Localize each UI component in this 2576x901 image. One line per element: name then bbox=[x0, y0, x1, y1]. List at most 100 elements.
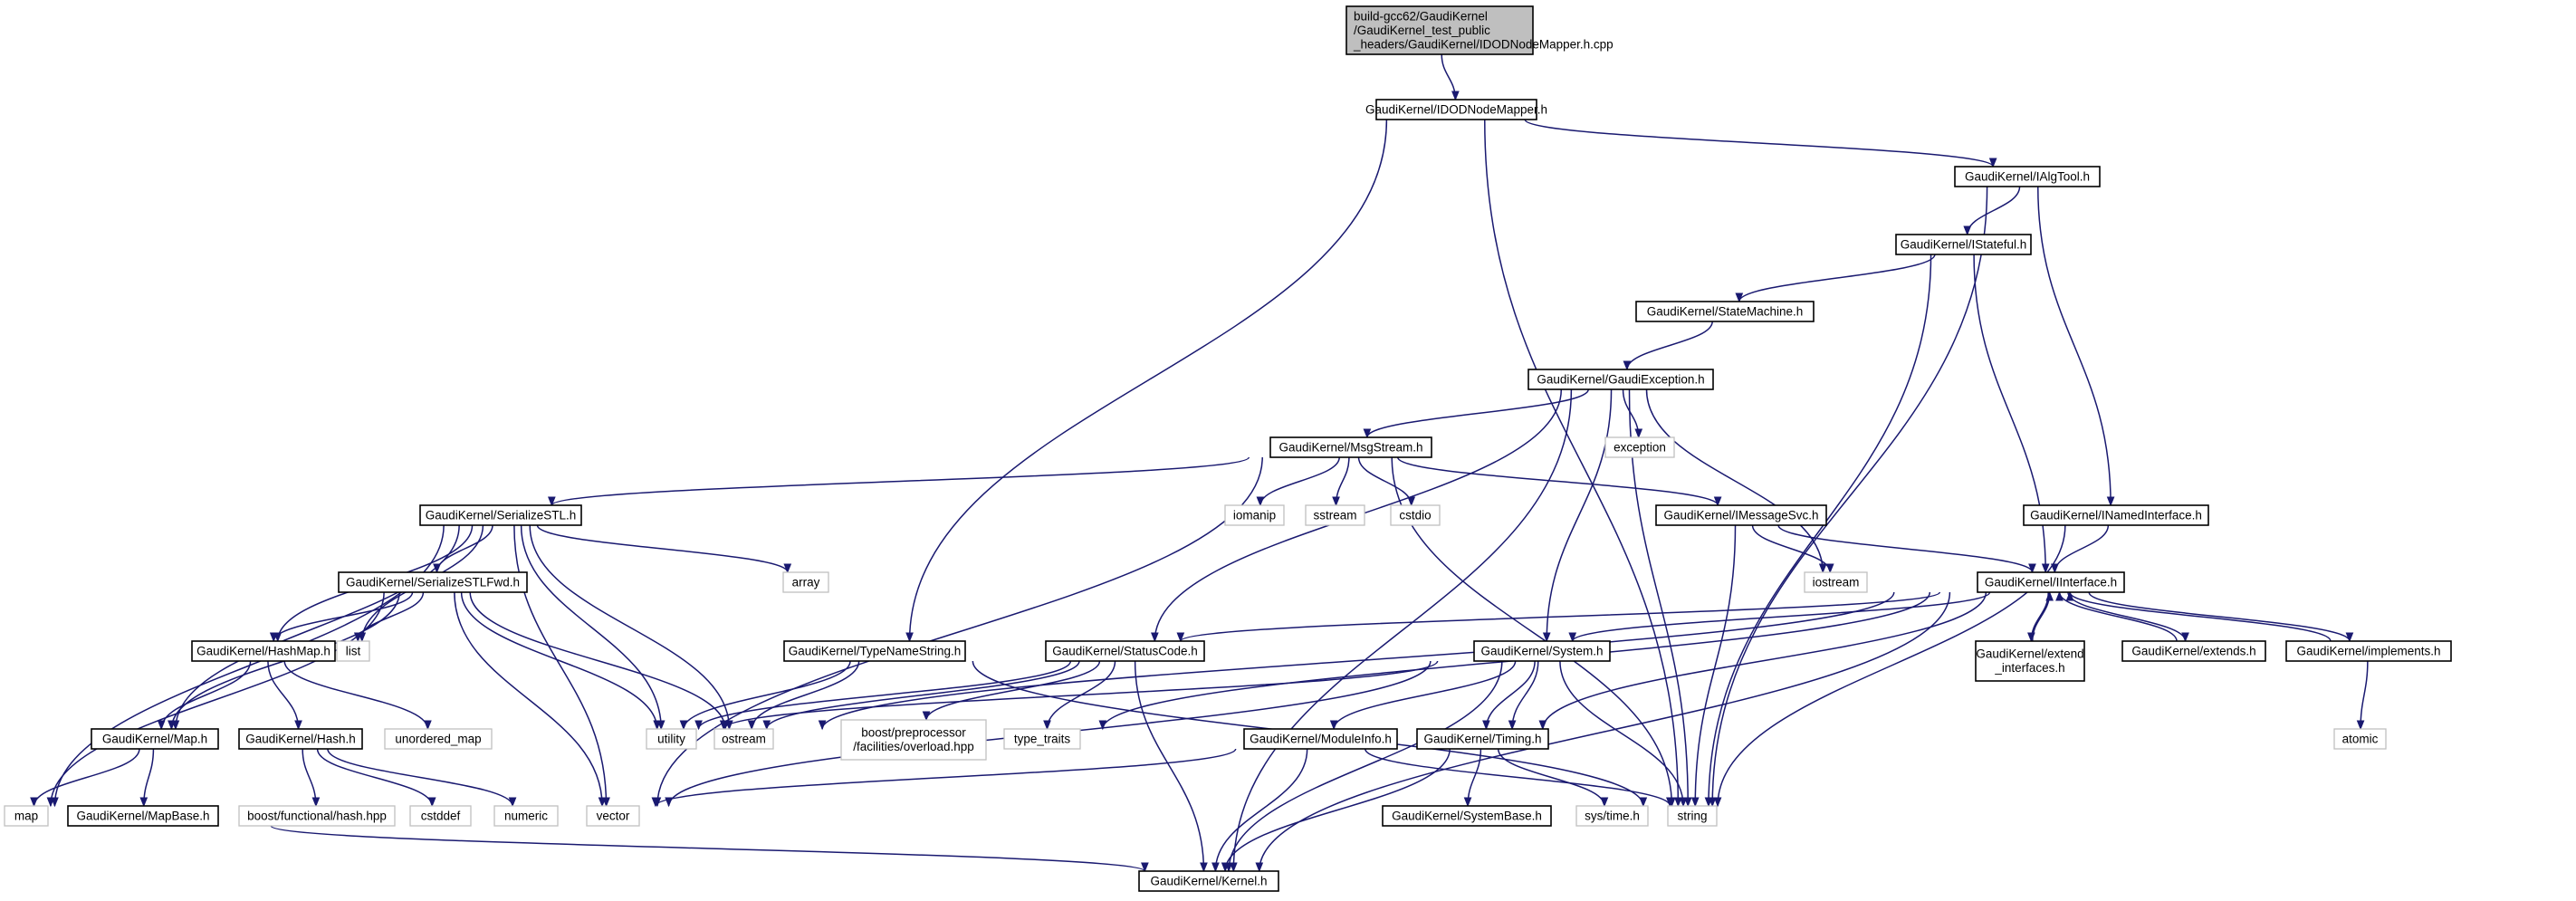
node-maph[interactable]: GaudiKernel/Map.h bbox=[91, 728, 219, 750]
node-label-root-line-2: _headers/GaudiKernel/IDODNodeMapper.h.cp… bbox=[1353, 37, 1614, 51]
arrowhead-gaudiexception-to-exception bbox=[1634, 428, 1643, 439]
edge-system-to-kernel bbox=[1228, 660, 1503, 872]
node-imessagesvc[interactable]: GaudiKernel/IMessageSvc.h bbox=[1655, 504, 1827, 526]
node-hashmap[interactable]: GaudiKernel/HashMap.h bbox=[191, 640, 336, 662]
node-label-hashhpp-line-0: boost/functional/hash.hpp bbox=[247, 809, 387, 822]
arrowhead-idodnodemapper-to-ialgtool bbox=[1988, 158, 1997, 168]
arrowhead-iinterface-to-implements bbox=[2345, 632, 2354, 643]
node-label-extend_interfaces-line-1: _interfaces.h bbox=[1994, 661, 2064, 675]
edge-serializestl-to-serializestlfwd bbox=[436, 524, 493, 573]
node-implements[interactable]: GaudiKernel/implements.h bbox=[2285, 640, 2452, 662]
edge-iinterface-to-system bbox=[1571, 591, 1991, 642]
edge-hashmap-to-unordered_map bbox=[283, 660, 429, 730]
node-statuscode[interactable]: GaudiKernel/StatusCode.h bbox=[1045, 640, 1205, 662]
node-label-implements-line-0: GaudiKernel/implements.h bbox=[2296, 644, 2440, 657]
node-mapbase[interactable]: GaudiKernel/MapBase.h bbox=[67, 805, 219, 827]
node-iostream: iostream bbox=[1804, 571, 1868, 593]
arrowhead-statemachine-to-gaudiexception bbox=[1623, 360, 1632, 371]
node-label-statemachine-line-0: GaudiKernel/StateMachine.h bbox=[1647, 304, 1804, 318]
arrowhead-timing-to-systembase bbox=[1463, 797, 1472, 808]
node-type_traits: type_traits bbox=[1003, 728, 1081, 750]
edge-statuscode-to-overload bbox=[925, 660, 1101, 721]
node-label-cstddef-line-0: cstddef bbox=[421, 809, 461, 822]
edge-hashh-to-numeric bbox=[327, 748, 513, 807]
node-iinterface[interactable]: GaudiKernel/IInterface.h bbox=[1977, 571, 2125, 593]
node-label-hashh-line-0: GaudiKernel/Hash.h bbox=[245, 732, 356, 745]
node-ialgtool[interactable]: GaudiKernel/IAlgTool.h bbox=[1954, 166, 2101, 187]
node-istateful[interactable]: GaudiKernel/IStateful.h bbox=[1895, 234, 2032, 255]
node-system[interactable]: GaudiKernel/System.h bbox=[1473, 640, 1611, 662]
edge-serializestlfwd-to-hashmap bbox=[273, 591, 414, 642]
node-timing[interactable]: GaudiKernel/Timing.h bbox=[1416, 728, 1549, 750]
node-box-overload bbox=[840, 719, 987, 761]
node-extend_interfaces[interactable]: GaudiKernel/extend_interfaces.h bbox=[1975, 640, 2085, 682]
node-inamedinterface[interactable]: GaudiKernel/INamedInterface.h bbox=[2023, 504, 2209, 526]
node-label-ostream-line-0: ostream bbox=[722, 732, 766, 745]
node-box-systime bbox=[1575, 805, 1649, 827]
arrowhead-iinterface-to-kernel bbox=[1255, 862, 1264, 873]
node-label-serializestl-line-0: GaudiKernel/SerializeSTL.h bbox=[426, 508, 577, 522]
edge-moduleinfo-to-string bbox=[1365, 748, 1671, 807]
node-label-overload-line-0: boost/preprocessor bbox=[861, 726, 966, 740]
arrowhead-ialgtool-to-inamedinterface bbox=[2106, 496, 2115, 507]
edge-iinterface-to-extends bbox=[2067, 591, 2187, 642]
edge-serializestl-to-array bbox=[536, 524, 789, 573]
node-statemachine[interactable]: GaudiKernel/StateMachine.h bbox=[1635, 301, 1815, 322]
arrowhead-mapbase-to-kernel bbox=[1141, 862, 1149, 873]
node-moduleinfo[interactable]: GaudiKernel/ModuleInfo.h bbox=[1243, 728, 1398, 750]
node-box-map bbox=[4, 805, 49, 827]
node-box-gaudiexception bbox=[1527, 369, 1714, 390]
node-gaudiexception[interactable]: GaudiKernel/GaudiException.h bbox=[1527, 369, 1714, 390]
node-idodnodemapper[interactable]: GaudiKernel/IDODNodeMapper.h bbox=[1365, 99, 1547, 120]
arrowhead-serializestlfwd-to-utility bbox=[653, 720, 662, 731]
node-unordered_map: unordered_map bbox=[384, 728, 493, 750]
arrowhead-extend_interfaces-to-iinterface bbox=[2045, 590, 2054, 601]
edge-msgstream-to-iomanip bbox=[1259, 456, 1340, 506]
arrowhead-statuscode-to-overload bbox=[922, 711, 931, 722]
node-box-inamedinterface bbox=[2023, 504, 2209, 526]
node-box-cstdio bbox=[1390, 504, 1441, 526]
node-label-hashmap-line-0: GaudiKernel/HashMap.h bbox=[196, 644, 330, 657]
arrowhead-iinterface-to-statuscode bbox=[1176, 632, 1185, 643]
node-extends[interactable]: GaudiKernel/extends.h bbox=[2121, 640, 2266, 662]
node-box-array bbox=[782, 571, 829, 593]
edge-hashmap-to-maph bbox=[160, 660, 252, 730]
arrowhead-imessagesvc-to-iostream bbox=[1825, 563, 1834, 574]
node-label-serializestlfwd-line-0: GaudiKernel/SerializeSTLFwd.h bbox=[346, 575, 520, 589]
node-hashhpp: boost/functional/hash.hpp bbox=[238, 805, 396, 827]
node-root[interactable]: build-gcc62/GaudiKernel/GaudiKernel_test… bbox=[1345, 5, 1614, 55]
node-string: string bbox=[1667, 805, 1718, 827]
node-ostream: ostream bbox=[713, 728, 774, 750]
arrowhead-gaudiexception-to-statuscode bbox=[1151, 632, 1159, 643]
arrowhead-system-to-moduleinfo bbox=[1329, 720, 1338, 731]
edge-serializestl-to-utility bbox=[520, 524, 662, 730]
node-label-sstream-line-0: sstream bbox=[1313, 508, 1356, 522]
node-systembase[interactable]: GaudiKernel/SystemBase.h bbox=[1382, 805, 1552, 827]
node-box-istateful bbox=[1895, 234, 2032, 255]
arrowhead-system-to-typeinfo bbox=[1508, 720, 1517, 731]
nodes-layer: build-gcc62/GaudiKernel/GaudiKernel_test… bbox=[4, 5, 2452, 892]
node-serializestl[interactable]: GaudiKernel/SerializeSTL.h bbox=[419, 504, 582, 526]
edge-mapbase-to-kernel bbox=[270, 825, 1146, 872]
arrowhead-gaudiexception-to-msgstream bbox=[1363, 428, 1372, 439]
node-hashh[interactable]: GaudiKernel/Hash.h bbox=[238, 728, 363, 750]
edge-hashmap-to-hashh bbox=[267, 660, 300, 730]
node-kernel[interactable]: GaudiKernel/Kernel.h bbox=[1138, 870, 1279, 892]
edge-statuscode-to-ostream bbox=[766, 660, 1080, 730]
edge-maph-to-map bbox=[33, 748, 140, 807]
arrowhead-imessagesvc-to-string bbox=[1690, 797, 1700, 808]
edge-gaudiexception-to-msgstream bbox=[1366, 388, 1589, 438]
node-msgstream[interactable]: GaudiKernel/MsgStream.h bbox=[1269, 436, 1432, 458]
node-serializestlfwd[interactable]: GaudiKernel/SerializeSTLFwd.h bbox=[338, 571, 528, 593]
edge-idodnodemapper-to-string bbox=[1484, 119, 1680, 807]
node-typenamestring[interactable]: GaudiKernel/TypeNameString.h bbox=[783, 640, 966, 662]
edge-typenamestring-to-ostream bbox=[751, 660, 860, 730]
arrowhead-gaudiexception-to-system bbox=[1542, 632, 1551, 643]
node-box-moduleinfo bbox=[1243, 728, 1398, 750]
edge-inamedinterface-to-iinterface bbox=[2054, 524, 2110, 573]
node-iomanip: iomanip bbox=[1224, 504, 1285, 526]
arrowhead-maph-to-map bbox=[30, 797, 38, 808]
node-label-msgstream-line-0: GaudiKernel/MsgStream.h bbox=[1278, 440, 1422, 454]
edge-gaudiexception-to-iostream bbox=[1645, 388, 1824, 573]
arrowhead-system-to-utility bbox=[719, 720, 728, 731]
